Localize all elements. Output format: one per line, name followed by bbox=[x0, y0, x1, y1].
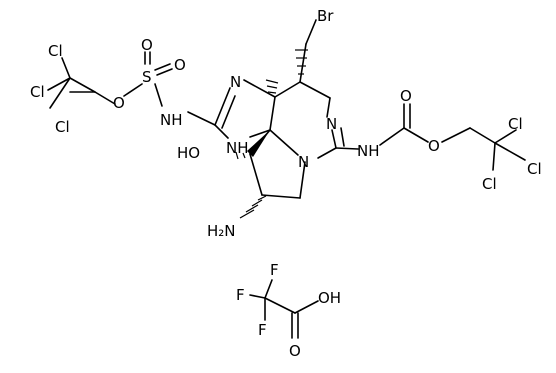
bond bbox=[299, 81, 331, 99]
atom-nh: NH bbox=[160, 111, 183, 129]
bond bbox=[494, 142, 526, 161]
bonds bbox=[47, 19, 526, 339]
bond bbox=[269, 129, 299, 156]
bond bbox=[264, 297, 296, 314]
atom-cl: Cl bbox=[48, 42, 63, 60]
atom-cl: Cl bbox=[30, 83, 45, 101]
bond bbox=[403, 127, 429, 143]
bond bbox=[214, 124, 229, 139]
bond bbox=[249, 294, 266, 299]
bond bbox=[249, 153, 263, 196]
bond bbox=[61, 57, 71, 79]
atom-s: S bbox=[142, 68, 152, 86]
bond bbox=[49, 77, 71, 109]
atom-f: F bbox=[236, 286, 245, 304]
atom-o: O bbox=[174, 56, 186, 74]
bond bbox=[269, 96, 276, 131]
bond bbox=[214, 87, 231, 126]
atom-o: O bbox=[289, 342, 301, 360]
atom-oh: OH bbox=[318, 289, 341, 307]
bond bbox=[154, 83, 163, 107]
atom-nh2: H₂N bbox=[207, 222, 236, 240]
bond bbox=[156, 68, 173, 76]
bond bbox=[264, 279, 273, 299]
stereo-bonds bbox=[235, 49, 308, 219]
bond bbox=[469, 127, 496, 144]
bond bbox=[154, 63, 171, 71]
atom-cl: Cl bbox=[482, 175, 497, 193]
bond bbox=[299, 161, 306, 199]
atom-cl: Cl bbox=[55, 118, 70, 136]
bond bbox=[47, 77, 71, 91]
bond bbox=[243, 79, 276, 98]
bond bbox=[69, 77, 96, 93]
atom-nh: NH bbox=[357, 142, 380, 160]
atom-labels: Cl Cl Cl O S O O NH N NH HO H₂N Br N N N… bbox=[30, 7, 542, 360]
atom-n: N bbox=[326, 115, 337, 133]
bond bbox=[441, 127, 471, 143]
bond bbox=[261, 194, 301, 199]
bond bbox=[331, 129, 337, 149]
atom-f: F bbox=[258, 321, 267, 339]
bond bbox=[187, 111, 216, 126]
atom-o: O bbox=[113, 94, 125, 112]
bond bbox=[274, 81, 301, 98]
bond bbox=[294, 300, 319, 314]
atom-o: O bbox=[400, 87, 412, 105]
bond bbox=[123, 83, 143, 97]
atom-ho: HO bbox=[177, 144, 200, 162]
bond bbox=[326, 97, 331, 118]
bond bbox=[335, 147, 359, 150]
bond bbox=[492, 142, 496, 171]
atom-f: F bbox=[270, 261, 279, 279]
atom-br: Br bbox=[317, 7, 334, 25]
atom-cl: Cl bbox=[527, 160, 542, 178]
atom-o: O bbox=[428, 137, 440, 155]
bond bbox=[305, 19, 317, 45]
atom-nh: NH bbox=[226, 139, 249, 157]
atom-n: N bbox=[230, 73, 241, 91]
atom-n: N bbox=[298, 153, 309, 171]
bond bbox=[249, 129, 271, 138]
bond bbox=[317, 147, 337, 159]
bond bbox=[494, 129, 517, 144]
bond bbox=[221, 95, 236, 129]
bond bbox=[94, 91, 116, 105]
bond bbox=[340, 127, 345, 147]
atom-o: O bbox=[141, 36, 153, 54]
atom-cl: Cl bbox=[508, 115, 523, 133]
bond bbox=[379, 127, 405, 146]
